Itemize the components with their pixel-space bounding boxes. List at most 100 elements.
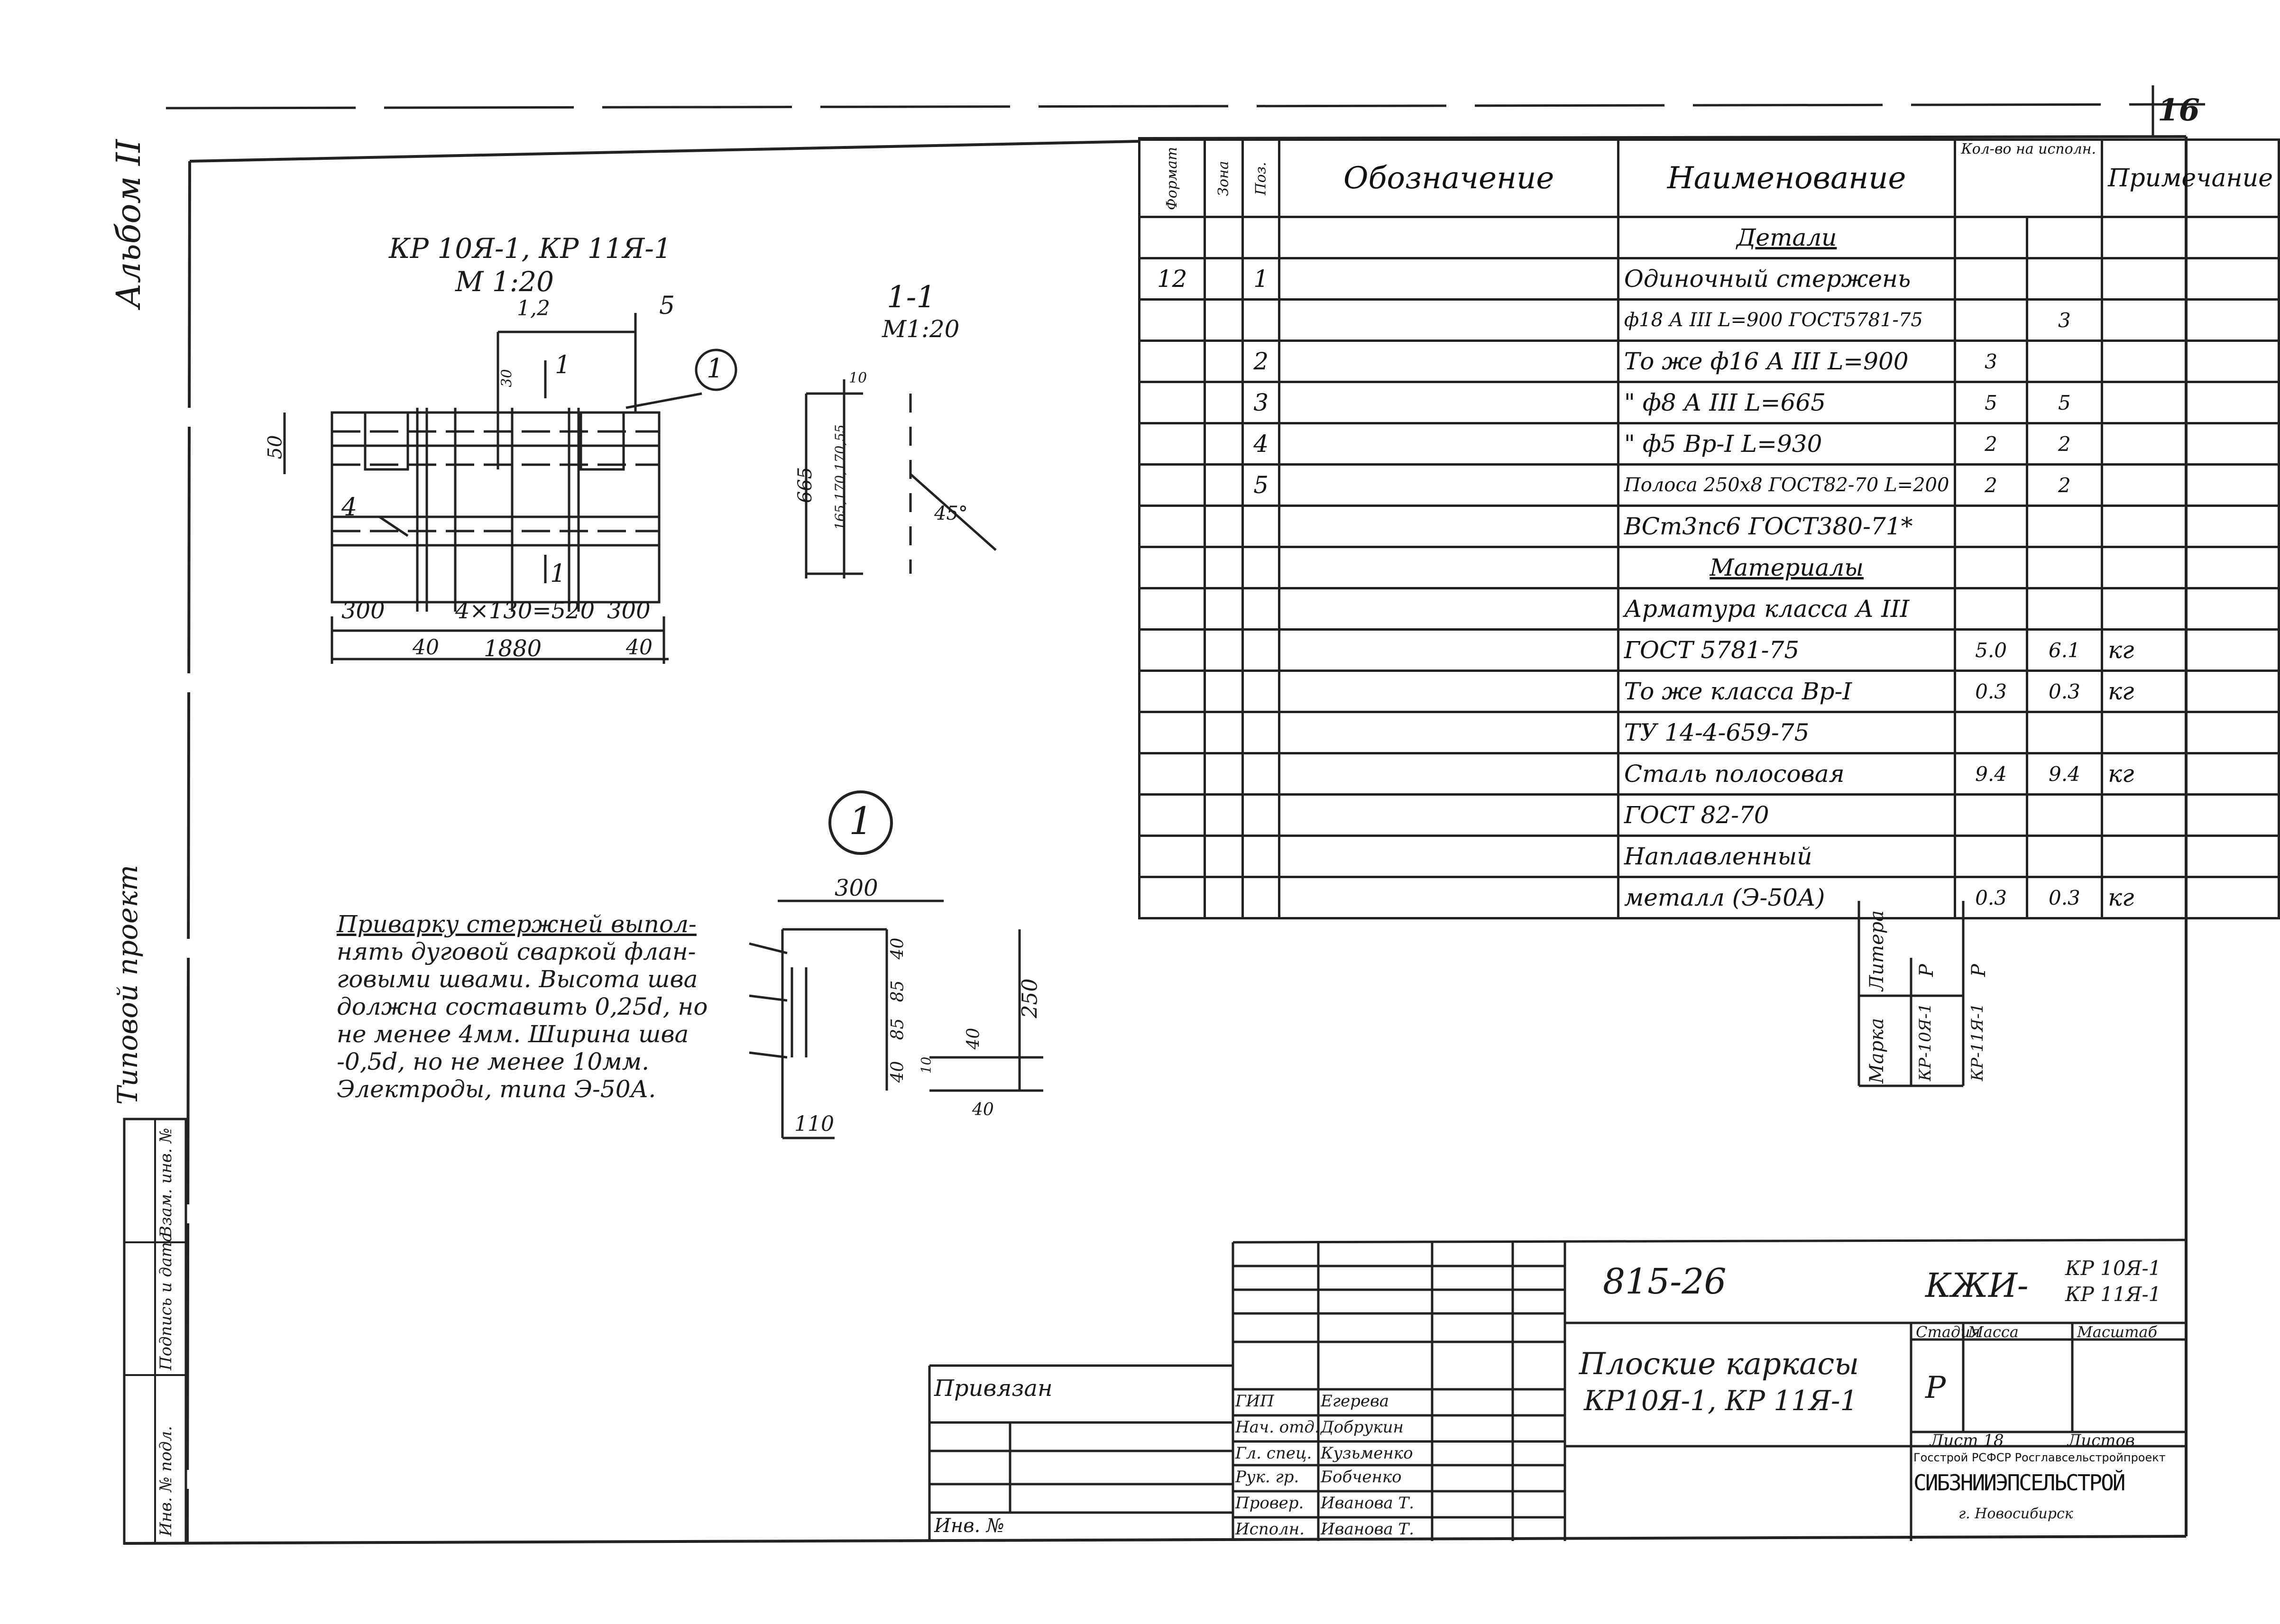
note-line-5: не менее 4мм. Ширина шва (337, 1020, 689, 1048)
sheets-label: Листов (2068, 1431, 2135, 1450)
org-line-1: Госстрой РСФСР Росглавсельстройпроект (1913, 1451, 2166, 1464)
spec-format: 12 (1138, 257, 1206, 301)
spec-zone (1204, 339, 1244, 383)
spec-designation (1278, 216, 1619, 259)
spec-row: Арматура класса А III (1138, 587, 2280, 631)
spec-zone (1204, 381, 1244, 424)
spec-row: Детали (1138, 216, 2280, 259)
spec-qty-2: 3 (2025, 298, 2104, 342)
spec-note: кг (2101, 752, 2280, 796)
spec-qty-2 (2025, 257, 2104, 301)
spec-qty-1 (1954, 257, 2028, 301)
page-number: 16 (2158, 92, 2200, 128)
spec-qty-1 (1954, 835, 2028, 878)
role-person: Добрукин (1321, 1418, 1404, 1437)
spec-zone (1204, 876, 1244, 919)
spec-qty-2: 2 (2025, 422, 2104, 466)
node-dim-40-top: 40 (888, 937, 908, 960)
spec-pos (1241, 628, 1281, 672)
spec-qty-1 (1954, 298, 2028, 342)
spec-designation (1278, 793, 1619, 837)
spec-format (1138, 835, 1206, 878)
spec-designation (1278, 298, 1619, 342)
spec-format (1138, 587, 1206, 631)
project-label: Типовой проект (111, 864, 144, 1105)
role-title: Рук. гр. (1235, 1468, 1299, 1486)
dim-5: 5 (659, 292, 675, 320)
spec-zone (1204, 587, 1244, 631)
node-dim-40-bottom: 40 (888, 1061, 908, 1083)
spec-format (1138, 876, 1206, 919)
spec-format (1138, 505, 1206, 548)
spec-name: Наплавленный (1617, 835, 1957, 878)
role-title: Гл. спец. (1235, 1444, 1312, 1463)
sec-dim-665: 665 (794, 467, 817, 504)
role-title: Исполн. (1235, 1520, 1305, 1539)
section-view (805, 379, 997, 578)
node-dim-110: 110 (794, 1112, 834, 1136)
spec-format (1138, 711, 1206, 754)
hdr-qty: Кол-во на исполн. (1954, 138, 2104, 218)
node-label: 1 (849, 799, 873, 843)
spec-pos: 1 (1241, 257, 1281, 301)
note-line-3: говыми швами. Высота шва (337, 965, 698, 993)
spec-pos (1241, 835, 1281, 878)
spec-qty-1 (1954, 793, 2028, 837)
welding-note: Приварку стержней выпол- нять дуговой св… (337, 910, 708, 1103)
spec-zone (1204, 752, 1244, 796)
spec-pos (1241, 505, 1281, 548)
main-view-title: КР 10Я-1, КР 11Я-1 (389, 232, 671, 265)
spec-qty-2 (2025, 216, 2104, 259)
title-line-2: КР10Я-1, КР 11Я-1 (1584, 1385, 1858, 1417)
role-title: Нач. отд. (1235, 1418, 1320, 1437)
spec-name: " ф8 А III L=665 (1617, 381, 1957, 424)
spec-qty-1: 0.3 (1954, 876, 2028, 919)
spec-qty-2 (2025, 546, 2104, 589)
role-person: Иванова Т. (1321, 1494, 1414, 1513)
spec-note (2101, 505, 2280, 548)
spec-name: То же класса Вр-I (1617, 670, 1957, 713)
spec-format (1138, 546, 1206, 589)
callout-label: 1 (707, 353, 724, 384)
spec-zone (1204, 257, 1244, 301)
spec-qty-2 (2025, 505, 2104, 548)
hdr-name: Наименование (1617, 138, 1957, 218)
spec-header-row: Формат Зона Поз. Обозначение Наименовани… (1138, 138, 2280, 218)
spec-designation (1278, 876, 1619, 919)
spec-pos (1241, 298, 1281, 342)
spec-zone (1204, 298, 1244, 342)
mark-line-2: КР 11Я-1 (2065, 1283, 2161, 1306)
note-line-4: должна составить 0,25d, но (337, 993, 708, 1020)
spec-note (2101, 546, 2280, 589)
spec-format (1138, 670, 1206, 713)
spec-format (1138, 463, 1206, 507)
hdr-designation: Обозначение (1278, 138, 1619, 218)
spec-qty-1 (1954, 711, 2028, 754)
mark-1: КР-10Я-1 (1916, 1003, 1935, 1081)
spec-qty-1: 3 (1954, 339, 2028, 383)
spec-format (1138, 628, 1206, 672)
spec-designation (1278, 463, 1619, 507)
hdr-zone: Зона (1204, 138, 1244, 218)
org-line-2: СИБЗНИИЭПСЕЛЬСТРОЙ (1913, 1470, 2125, 1496)
spec-note (2101, 835, 2280, 878)
section-title: 1-1 (887, 280, 936, 315)
spec-note (2101, 339, 2280, 383)
marka-label: Марка (1866, 1018, 1888, 1083)
spec-note (2101, 298, 2280, 342)
privyazan-label: Привязан (934, 1375, 1053, 1402)
role-title: Провер. (1235, 1494, 1304, 1513)
cut-mark-top: 1 (555, 351, 571, 379)
spec-name: " ф5 Вр-I L=930 (1617, 422, 1957, 466)
spec-qty-2 (2025, 339, 2104, 383)
spec-note: кг (2101, 670, 2280, 713)
dim-300-right: 300 (607, 597, 651, 624)
stamp-cell-3: Взам. инв. № (156, 1128, 175, 1238)
spec-row: Наплавленный (1138, 835, 2280, 878)
dim-1880: 1880 (484, 635, 542, 662)
dim-300-left: 300 (341, 597, 385, 624)
